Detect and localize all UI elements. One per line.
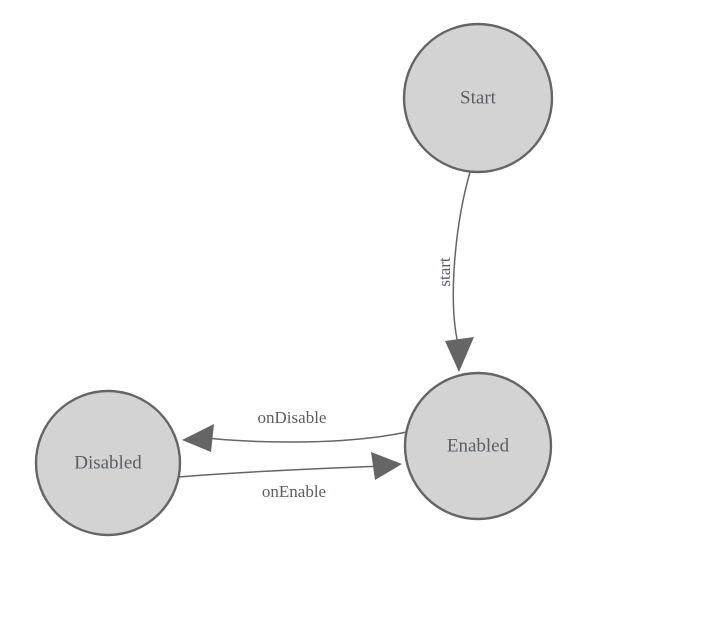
state-node-disabled-label: Disabled (74, 452, 142, 473)
state-node-disabled[interactable]: Disabled (34, 389, 182, 537)
transition-start-to-enabled-path (452, 171, 471, 345)
state-node-start-label: Start (460, 87, 497, 108)
transition-enabled-to-disabled-path (195, 431, 408, 443)
state-node-start-circle (402, 22, 554, 174)
state-node-enabled-circle (403, 371, 553, 521)
transition-disabled-to-enabled-arrowhead (371, 452, 402, 480)
transition-disabled-to-enabled-label: onEnable (262, 482, 326, 501)
state-node-enabled[interactable]: Enabled (403, 371, 553, 521)
transition-start-to-enabled-arrowhead (445, 337, 474, 372)
transition-enabled-to-disabled-label: onDisable (258, 408, 327, 427)
state-node-enabled-label: Enabled (447, 435, 510, 456)
state-node-start[interactable]: Start (402, 22, 554, 174)
transition-enabled-to-disabled-arrowhead (182, 424, 214, 452)
transition-start-to-enabled[interactable]: start (435, 171, 474, 372)
transition-start-to-enabled-label: start (435, 257, 454, 287)
transition-disabled-to-enabled[interactable]: onEnable (177, 452, 402, 501)
state-node-disabled-circle (34, 389, 182, 537)
transition-disabled-to-enabled-path (177, 465, 387, 478)
transition-enabled-to-disabled[interactable]: onDisable (182, 408, 408, 452)
